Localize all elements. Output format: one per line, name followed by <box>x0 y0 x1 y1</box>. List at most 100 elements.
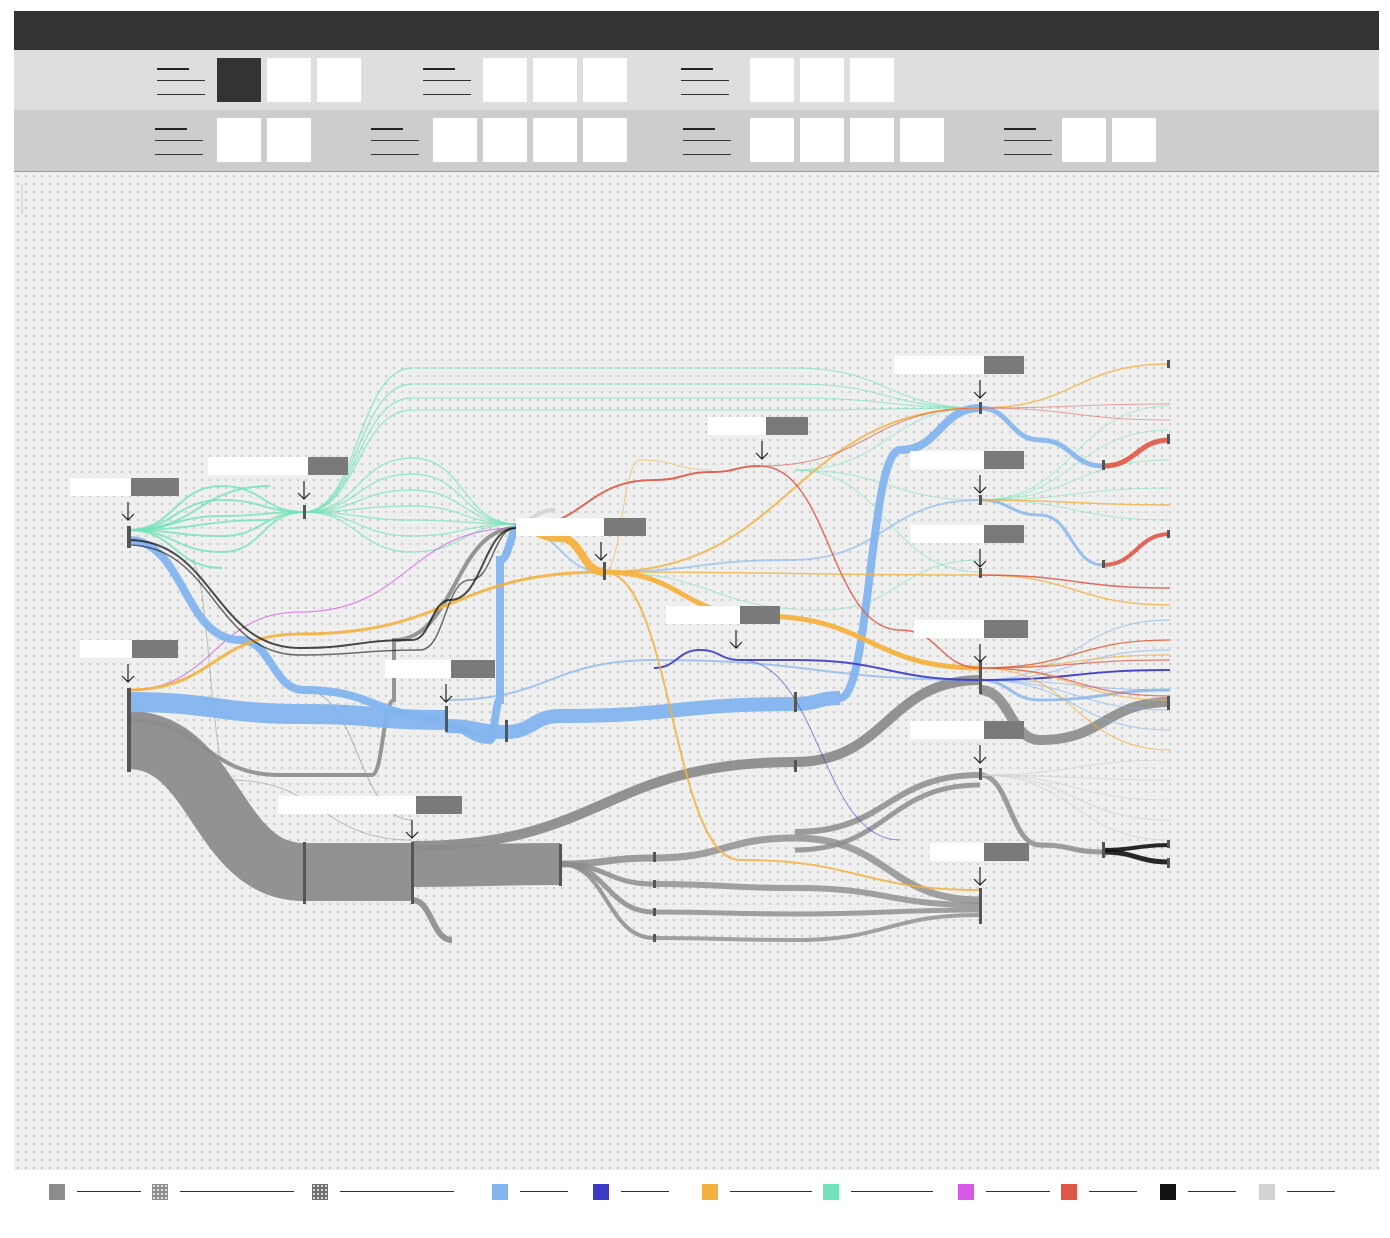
toolbar-group-3 <box>681 58 896 104</box>
toolbar-group-1-label <box>157 66 205 98</box>
gray-main-flow <box>125 711 307 901</box>
gray-flow <box>794 782 981 853</box>
toolbar-row-2 <box>14 110 1379 172</box>
light-gray-out-flow <box>979 774 1171 781</box>
down-arrow-icon <box>973 486 987 494</box>
toolbar-row1-group1-button-2[interactable] <box>267 58 311 102</box>
toolbar-row1-group1-button-1[interactable] <box>217 58 261 102</box>
toolbar-row1-group2-button-1[interactable] <box>483 58 527 102</box>
mint-flow <box>127 485 271 531</box>
node-label-box <box>70 478 132 496</box>
legend-line <box>851 1191 933 1192</box>
node-bar <box>979 768 982 780</box>
down-arrow-icon <box>973 878 987 886</box>
toolbar-row2-group2-button-3[interactable] <box>533 118 577 162</box>
node-bar <box>1167 858 1170 868</box>
toolbar-row2-group1-button-1[interactable] <box>217 118 261 162</box>
mint-flow <box>794 469 981 501</box>
toolbar-row1-group2-button-2[interactable] <box>533 58 577 102</box>
toolbar-group-3-label <box>681 66 729 98</box>
mint-flow <box>411 457 517 525</box>
legend-item <box>958 1184 1050 1200</box>
legend-item <box>823 1184 933 1200</box>
mint-flow <box>411 523 517 553</box>
toolbar-row1-group3-button-1[interactable] <box>750 58 794 102</box>
node-bar <box>653 908 656 916</box>
down-arrow-icon <box>121 513 135 521</box>
gray-flow <box>653 907 981 917</box>
toolbar-row2-group2-button-4[interactable] <box>583 118 627 162</box>
toolbar-group-7-label <box>1004 126 1052 158</box>
node-bar <box>1102 842 1105 858</box>
flow-diagram[interactable] <box>14 172 1379 1170</box>
orange-swatch <box>702 1184 718 1200</box>
red-out-flow <box>979 659 1171 669</box>
node-bar <box>1167 696 1170 710</box>
red-flow <box>759 465 981 669</box>
node-value-box <box>984 843 1029 861</box>
legend <box>14 1172 1379 1212</box>
light-gray-out-flow <box>979 759 1171 776</box>
node-bars <box>127 360 1170 942</box>
toolbar-row1-group1-button-3[interactable] <box>317 58 361 102</box>
toolbar-row1-group3-button-3[interactable] <box>850 58 894 102</box>
toolbar-group-5 <box>371 118 631 164</box>
toolbar-row2-group2-button-1[interactable] <box>433 118 477 162</box>
mint-flow <box>221 511 305 553</box>
node-value-box <box>984 356 1024 374</box>
magenta-swatch <box>958 1184 974 1200</box>
toolbar-group-6-label <box>683 126 731 158</box>
mint-flow <box>303 409 413 513</box>
blue-out-flow <box>979 679 1171 711</box>
legend-line <box>180 1191 294 1192</box>
toolbar-row1-group3-button-2[interactable] <box>800 58 844 102</box>
mint-flow <box>603 559 981 611</box>
node-bar <box>505 720 508 742</box>
node-bar <box>1102 560 1105 568</box>
mint-flow <box>303 511 413 553</box>
red-flow <box>759 407 981 467</box>
dark-blue-flow <box>653 648 1171 682</box>
toolbar-row2-group3-button-4[interactable] <box>900 118 944 162</box>
blue-thin-flow <box>515 499 981 574</box>
node-value-box <box>984 721 1024 739</box>
node-label-box <box>708 417 766 435</box>
gray-flow <box>411 675 981 851</box>
toolbar-group-2 <box>423 58 638 104</box>
toolbar-row1-group2-button-3[interactable] <box>583 58 627 102</box>
down-arrow-icon <box>594 553 608 561</box>
mint-flow <box>127 499 223 531</box>
toolbar-row2-group3-button-1[interactable] <box>750 118 794 162</box>
toolbar-group-4 <box>155 118 315 164</box>
toolbar-row2-group4-button-1[interactable] <box>1062 118 1106 162</box>
node-label-box <box>914 620 984 638</box>
toolbar-row2-group1-button-2[interactable] <box>267 118 311 162</box>
node-label-box <box>930 843 984 861</box>
toolbar-row2-group3-button-3[interactable] <box>850 118 894 162</box>
toolbar-row2-group2-button-2[interactable] <box>483 118 527 162</box>
node-label-box <box>910 721 984 739</box>
toolbar-row2-group3-button-2[interactable] <box>800 118 844 162</box>
node-label-box <box>208 457 308 475</box>
toolbar-row2-group4-button-2[interactable] <box>1112 118 1156 162</box>
red-out-flow <box>1102 532 1171 567</box>
orange-out-flow <box>979 667 1171 751</box>
red-out-flow <box>979 639 1171 669</box>
legend-item <box>312 1184 454 1200</box>
red-out-flow <box>979 667 1171 697</box>
magenta-flow <box>127 527 517 691</box>
diagram-canvas[interactable] <box>14 172 1379 1170</box>
orange-out-flow <box>979 574 1171 606</box>
node-label-box <box>385 660 451 678</box>
down-arrow-icon <box>405 831 419 839</box>
gray-flow <box>411 897 453 943</box>
down-arrow-icon <box>973 756 987 764</box>
dark-blue-flow <box>739 659 901 841</box>
mint-flow <box>303 457 413 513</box>
node-bar <box>445 706 448 732</box>
mint-flow-out <box>979 487 1171 501</box>
legend-line <box>1089 1191 1137 1192</box>
gray-flow <box>559 861 655 915</box>
legend-item <box>702 1184 812 1200</box>
mint-flow-out <box>979 429 1171 501</box>
